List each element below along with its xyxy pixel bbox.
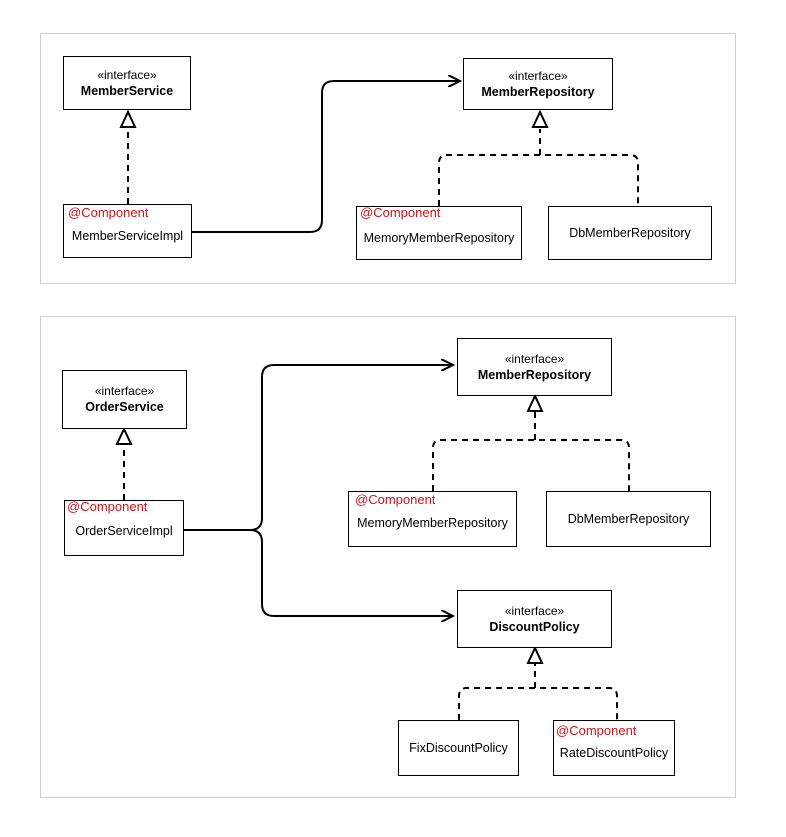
class-name: OrderService	[85, 400, 164, 414]
member-service-interface-box: «interface» MemberService	[63, 56, 191, 110]
discount-policy-interface-box: «interface» DiscountPolicy	[457, 590, 612, 648]
class-name: MemberRepository	[481, 84, 595, 99]
fix-discount-policy-box: FixDiscountPolicy	[398, 720, 519, 776]
realization-tree-memberrepository-1	[438, 129, 639, 206]
association-line-orderserviceimpl-memberrepository	[184, 365, 453, 531]
memory-member-repository-box-2: MemoryMemberRepository	[348, 491, 517, 547]
association-line-memberserviceimpl-memberrepository	[192, 81, 460, 233]
memory-member-repository-box: MemoryMemberRepository	[356, 206, 522, 260]
component-annotation: @Component	[355, 492, 436, 507]
class-name: DiscountPolicy	[489, 619, 580, 634]
class-name: DbMemberRepository	[567, 512, 690, 526]
rate-discount-policy-box: RateDiscountPolicy	[553, 720, 675, 776]
realization-arrowhead-memberrepository-1	[531, 109, 549, 128]
stereotype-label: «interface»	[508, 68, 568, 83]
member-repository-interface-box: «interface» MemberRepository	[463, 58, 613, 110]
class-name: MemberService	[80, 83, 174, 98]
member-service-impl-box: MemberServiceImpl	[63, 204, 192, 258]
stereotype-label: «interface»	[504, 351, 565, 366]
order-service-impl-box: OrderServiceImpl	[64, 500, 184, 556]
stereotype-label: «interface»	[94, 384, 155, 398]
component-annotation: @Component	[556, 723, 637, 738]
realization-tree-memberrepository-2	[432, 412, 630, 491]
db-member-repository-box: DbMemberRepository	[548, 206, 712, 260]
member-repository-interface-box-2: «interface» MemberRepository	[457, 338, 612, 396]
stereotype-label: «interface»	[504, 603, 565, 618]
component-annotation: @Component	[67, 499, 148, 514]
component-annotation: @Component	[360, 205, 441, 220]
realization-arrowhead-discountpolicy	[526, 645, 544, 664]
class-name: FixDiscountPolicy	[409, 741, 508, 755]
realization-arrowhead-orderservice	[115, 426, 133, 445]
class-name: OrderServiceImpl	[75, 524, 173, 538]
class-name: MemberServiceImpl	[71, 229, 184, 243]
order-service-interface-box: «interface» OrderService	[62, 370, 187, 429]
realization-arrowhead-memberservice	[119, 109, 137, 128]
class-name: DbMemberRepository	[569, 226, 691, 240]
class-name: RateDiscountPolicy	[559, 746, 669, 760]
realization-arrowhead-memberrepository-2	[526, 393, 544, 412]
component-annotation: @Component	[68, 205, 149, 220]
stereotype-label: «interface»	[97, 67, 157, 82]
class-name: MemoryMemberRepository	[363, 231, 515, 245]
realization-tree-discountpolicy	[458, 664, 618, 720]
class-name: MemberRepository	[477, 367, 592, 382]
association-line-orderserviceimpl-discountpolicy	[249, 529, 453, 616]
db-member-repository-box-2: DbMemberRepository	[546, 491, 711, 547]
class-name: MemoryMemberRepository	[357, 516, 508, 530]
